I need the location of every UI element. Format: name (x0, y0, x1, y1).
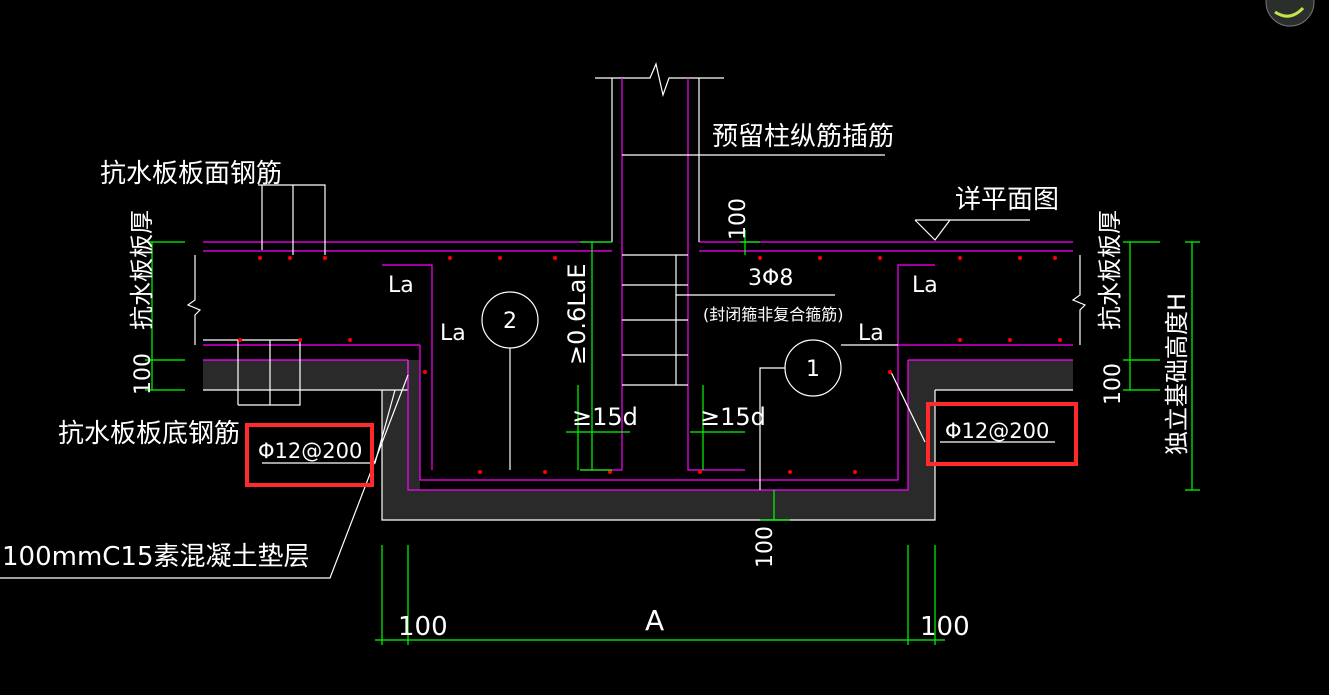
label-la-right-top: La (912, 273, 938, 298)
label-min-15d-left: ≥15d (572, 403, 638, 431)
column (580, 62, 745, 471)
label-dim-100-top: 100 (726, 198, 751, 240)
label-dim-100-right: 100 (1101, 363, 1126, 405)
label-dim-100-bottom-left: 100 (398, 612, 448, 642)
label-foundation-height: 独立基础高度H (1163, 293, 1191, 455)
label-column-dowel: 预留柱纵筋插筋 (712, 122, 894, 152)
label-rebar-spec-left: Φ12@200 (258, 439, 362, 463)
label-slab-thickness-right: 抗水板板厚 (1096, 210, 1124, 330)
dimension-lines (145, 230, 1200, 645)
label-dim-100-left: 100 (131, 353, 156, 395)
label-rebar-spec-right: Φ12@200 (945, 419, 1049, 443)
marker-2-label: 2 (503, 309, 517, 334)
corner-widget-icon[interactable] (1265, 0, 1315, 27)
slab-details (0, 154, 1087, 579)
label-see-plan: 详平面图 (955, 185, 1059, 215)
label-la-left-mid: La (440, 321, 466, 346)
marker-1-label: 1 (806, 357, 820, 382)
rebar-dots (238, 256, 1062, 474)
label-cushion: 100mmC15素混凝土垫层 (2, 542, 310, 572)
highlight-box-right (926, 402, 1078, 466)
label-bottom-rebar: 抗水板板底钢筋 (58, 419, 240, 449)
highlight-box-left (245, 423, 374, 487)
label-top-rebar: 抗水板板面钢筋 (100, 159, 282, 189)
label-anchor-06: ≥0.6LaE (563, 263, 591, 365)
cushion-layer (203, 360, 1073, 521)
label-dim-a: A (645, 604, 664, 637)
label-min-15d-right: ≥15d (700, 403, 766, 431)
label-stirrup-count: 3Φ8 (748, 266, 793, 291)
label-la-right-mid: La (858, 321, 884, 346)
label-dim-100-bottom-right: 100 (920, 612, 970, 642)
label-slab-thickness-left: 抗水板板厚 (128, 210, 156, 330)
label-stirrup-note: (封闭箍非复合箍筋) (703, 305, 844, 324)
label-dim-100-bottom-center: 100 (753, 526, 778, 568)
label-la-left-top: La (388, 273, 414, 298)
slab-outline (203, 241, 1073, 491)
